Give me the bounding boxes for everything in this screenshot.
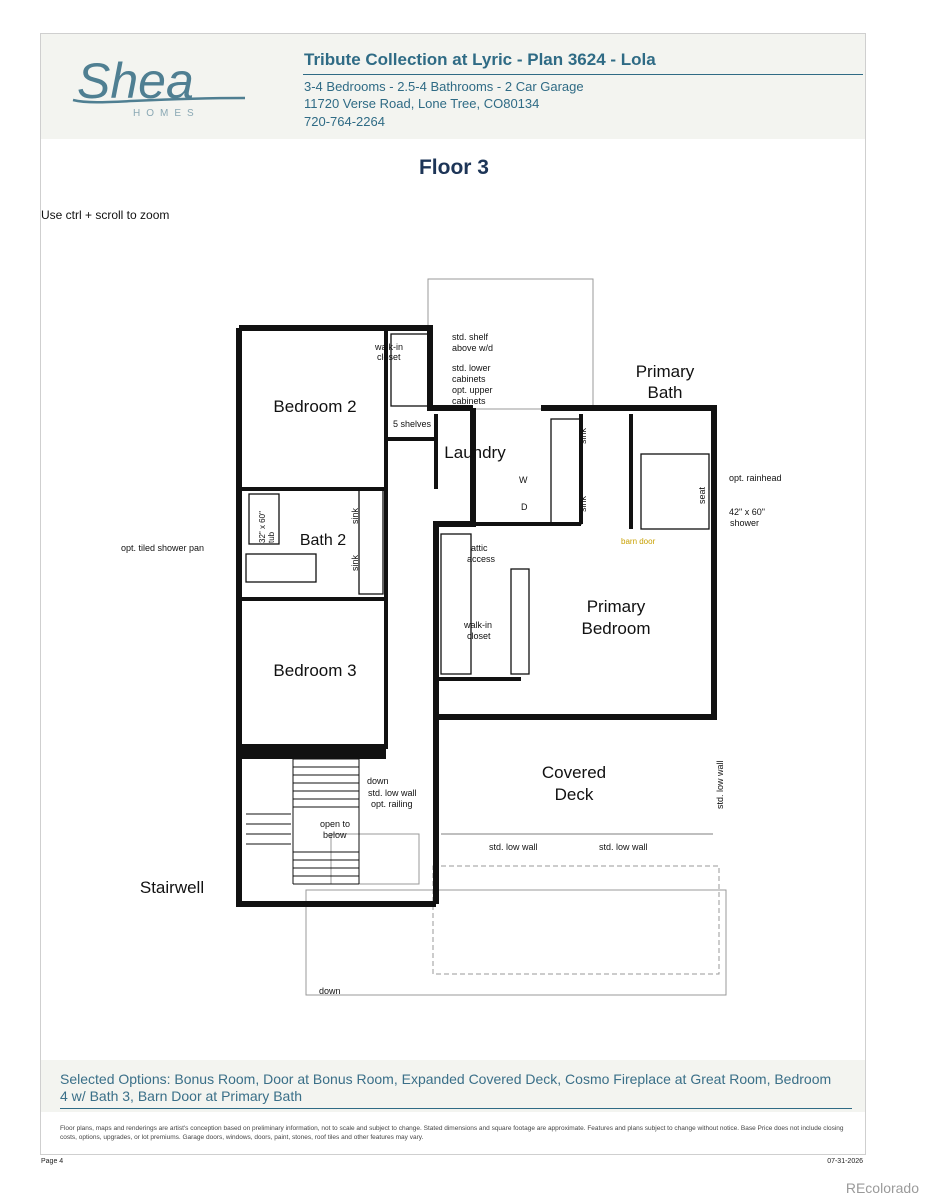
community-plan-title: Tribute Collection at Lyric - Plan 3624 … [304,50,656,69]
room-bedroom-3: Bedroom 3 [273,661,356,680]
room-laundry: Laundry [444,443,506,462]
note-barn-door: barn door [621,537,656,546]
note-std-low-wall-stair: std. low wall [368,788,417,798]
room-bedroom-2: Bedroom 2 [273,397,356,416]
logo-wordmark: Shea [77,53,194,109]
wall-fills [241,744,386,759]
footer-band [41,1060,865,1112]
room-primary-bedroom-line1: Primary [587,597,646,616]
note-opt-upper-1: opt. upper [452,385,493,395]
stairs [246,758,360,885]
note-open-to-2: below [323,830,347,840]
room-covered-deck-line1: Covered [542,763,606,782]
room-bath-2: Bath 2 [300,532,346,549]
note-open-to-1: open to [320,819,350,829]
note-attic-2: access [467,554,496,564]
floor-title: Floor 3 [418,156,489,179]
note-down-bottom: down [319,986,341,996]
phone: 720-764-2264 [304,114,385,129]
note-std-lower-2: cabinets [452,374,486,384]
selected-options: Selected Options: Bonus Room, Door at Bo… [60,1071,832,1104]
note-sink-bath2-1: sink [350,507,360,524]
note-down-stairs: down [367,776,389,786]
note-closet-1: closet [377,352,401,362]
note-shower-size: 42" x 60" [729,507,765,517]
note-walkin-2: walk-in [463,620,492,630]
note-opt-rainhead: opt. rainhead [729,473,782,483]
zoom-hint: Use ctrl + scroll to zoom [41,208,170,222]
note-seat: seat [697,486,707,504]
note-five-shelves: 5 shelves [393,419,432,429]
shea-homes-logo: Shea HOMES [72,53,246,119]
plan-notes: walk-in closet std. shelf above w/d std.… [121,332,782,996]
note-std-shelf-2: above w/d [452,343,493,353]
note-std-low-wall-deck-side: std. low wall [715,760,725,809]
room-primary-bath-line1: Primary [636,362,695,381]
note-sink-primary-1: sink [578,427,588,444]
note-dryer: D [521,502,528,512]
header-band [41,34,865,139]
address: 11720 Verse Road, Lone Tree, CO80134 [304,96,540,111]
header-divider [303,74,863,75]
outline-dashed-areas [305,278,727,996]
exterior-walls [236,325,717,907]
note-closet-2: closet [467,631,491,641]
note-opt-tiled-shower-pan: opt. tiled shower pan [121,543,204,553]
note-opt-railing: opt. railing [371,799,413,809]
room-labels: Bedroom 2 Bath 2 Bedroom 3 Laundry Prima… [140,362,695,897]
note-tub-size: 32" x 60" [258,511,267,543]
disclaimer: Floor plans, maps and renderings are art… [60,1125,844,1141]
plan-specs: 3-4 Bedrooms - 2.5-4 Bathrooms - 2 Car G… [304,79,584,94]
floor-plan-sheet: Shea HOMES Tribute Collection at Lyric -… [40,33,866,1165]
note-walkin-1: walk-in [374,342,403,352]
room-primary-bath-line2: Bath [648,383,683,402]
note-std-lower-1: std. lower [452,363,491,373]
watermark: REcolorado [845,1180,919,1196]
note-opt-upper-2: cabinets [452,396,486,406]
page-number: Page 4 [41,1158,64,1165]
note-std-shelf-1: std. shelf [452,332,489,342]
note-washer: W [519,475,528,485]
floor-plan-drawing: Bedroom 2 Bath 2 Bedroom 3 Laundry Prima… [121,278,782,996]
footer-divider [60,1108,852,1109]
note-sink-bath2-2: sink [350,554,360,571]
note-std-low-wall-deck-2: std. low wall [599,842,648,852]
logo-subtext: HOMES [133,108,200,119]
room-stairwell: Stairwell [140,878,204,897]
document-date: 07-31-2026 [827,1158,863,1165]
note-std-low-wall-deck-1: std. low wall [489,842,538,852]
note-shower: shower [730,518,759,528]
note-sink-primary-2: sink [578,495,588,512]
room-primary-bedroom-line2: Bedroom [582,619,651,638]
note-attic-1: attic [471,543,488,553]
closet-shelving [245,333,710,675]
room-covered-deck-line2: Deck [555,785,594,804]
note-tub: tub [267,531,276,543]
